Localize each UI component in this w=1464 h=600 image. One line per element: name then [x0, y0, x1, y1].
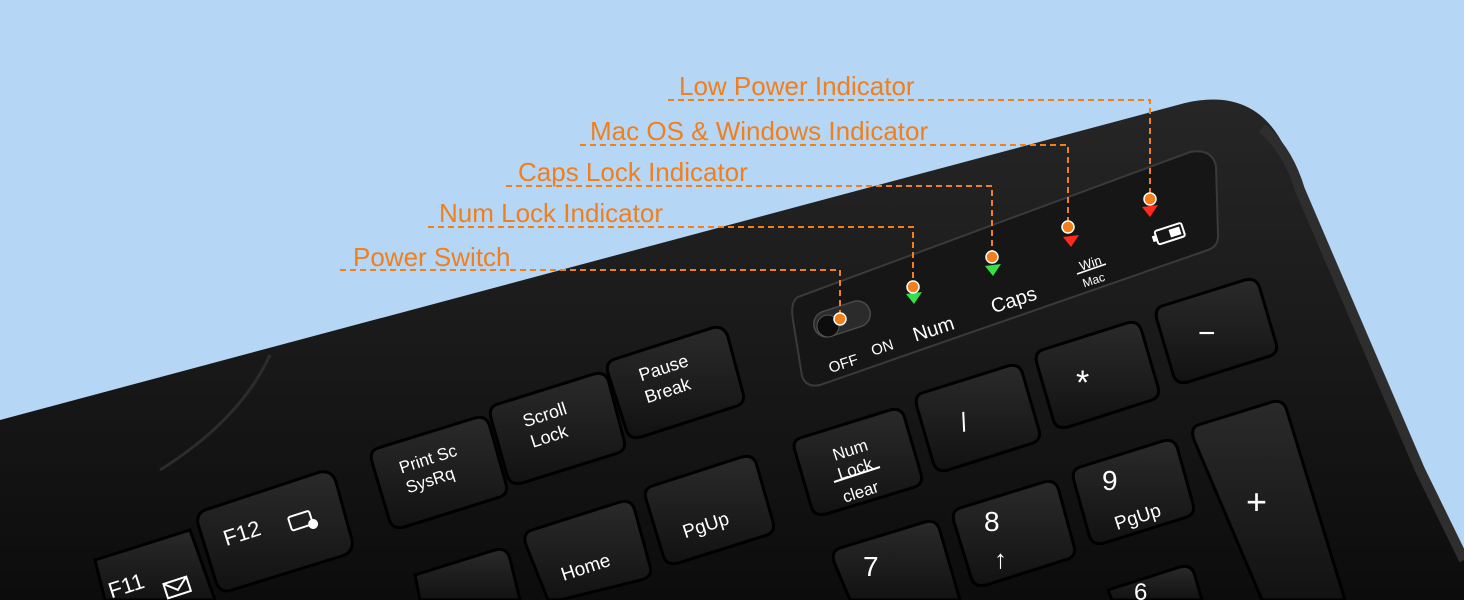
num-lock-callout: Num Lock Indicator — [439, 198, 663, 228]
num-lock-leader — [428, 226, 914, 286]
caps-lock-led — [985, 264, 1001, 276]
key-f12[interactable] — [196, 470, 354, 593]
key-six-label: 6 — [1134, 579, 1147, 600]
switch-on-label: ON — [869, 336, 896, 359]
num-lock-led — [906, 292, 922, 304]
battery-icon — [1151, 222, 1186, 246]
key-nine-label: 9 — [1102, 465, 1118, 496]
callout-lines — [340, 99, 1151, 318]
os-mode-led — [1063, 235, 1079, 247]
key-scroll-lock[interactable] — [488, 371, 627, 486]
low-power-led — [1142, 205, 1158, 217]
power-switch-callout: Power Switch — [353, 242, 511, 272]
key-numpad-8[interactable] — [951, 479, 1077, 588]
key-numpad-9[interactable] — [1071, 438, 1196, 546]
key-eight-label: 8 — [984, 506, 1000, 537]
key-seven-label: 7 — [863, 551, 879, 582]
key-f11[interactable] — [93, 528, 217, 600]
mac-led-label: Mac — [1081, 270, 1107, 290]
key-plus-label: + — [1246, 481, 1267, 522]
win-led-label: Win — [1077, 252, 1103, 273]
caps-lock-leader — [506, 185, 993, 256]
os-mode-callout: Mac OS & Windows Indicator — [590, 116, 929, 146]
power-switch-dot — [833, 312, 847, 326]
os-mode-dot — [1061, 220, 1075, 234]
low-power-leader — [668, 99, 1151, 198]
media-icon — [287, 510, 319, 532]
caps-lock-dot — [985, 250, 999, 264]
key-numpad-minus[interactable] — [1154, 277, 1279, 385]
key-insert[interactable] — [413, 547, 522, 600]
power-switch-leader — [340, 269, 841, 318]
key-pause-break[interactable] — [605, 325, 746, 440]
key-numpad-slash[interactable] — [914, 363, 1042, 473]
key-page-up[interactable] — [643, 454, 776, 566]
num-lock-dot — [906, 280, 920, 294]
indicator-panel — [791, 150, 1220, 387]
win-mac-divider — [1076, 263, 1107, 275]
body-curve — [159, 354, 272, 472]
key-home[interactable] — [523, 499, 653, 600]
key-numpad-asterisk[interactable] — [1034, 320, 1161, 430]
keycaps — [93, 277, 1347, 600]
keyboard-edge — [1258, 124, 1464, 563]
callout-dots — [833, 192, 1157, 326]
key-eight-sub-label: ↑ — [994, 544, 1007, 574]
mail-icon — [162, 575, 193, 600]
os-mode-leader — [580, 144, 1069, 226]
low-power-callout: Low Power Indicator — [679, 71, 915, 101]
key-num-lock-divider — [833, 466, 881, 483]
key-numpad-7[interactable] — [831, 519, 962, 600]
key-numpad-plus[interactable] — [1191, 399, 1347, 600]
low-power-dot — [1143, 192, 1157, 206]
key-print-screen[interactable] — [369, 415, 509, 530]
key-minus-label: − — [1198, 317, 1216, 350]
caps-lock-callout: Caps Lock Indicator — [518, 157, 748, 187]
key-num-lock[interactable] — [792, 407, 924, 517]
key-asterisk-label: * — [1076, 364, 1089, 402]
key-numpad-6[interactable] — [1106, 564, 1204, 600]
